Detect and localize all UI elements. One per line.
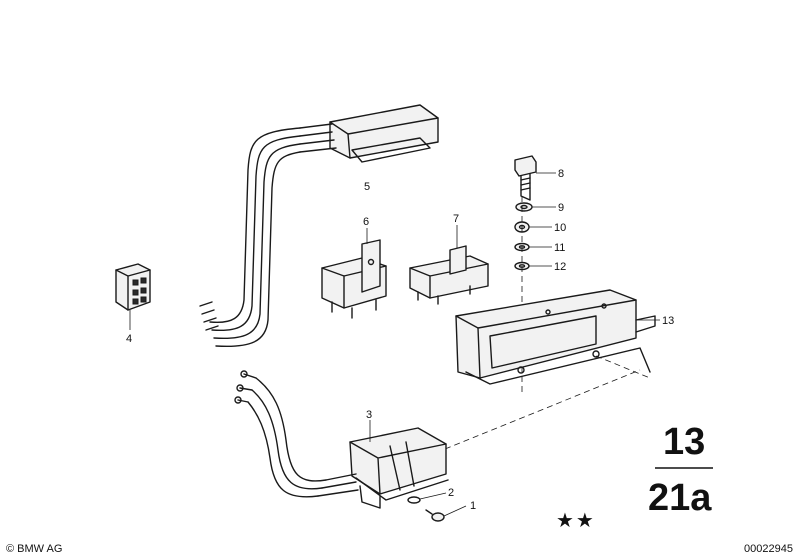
- callout-2: 2: [448, 487, 454, 499]
- part-2-washer: [407, 492, 447, 504]
- group-number-bottom: 21a: [648, 477, 712, 519]
- callout-1: 1: [470, 500, 476, 512]
- part-7-relay: [409, 225, 489, 305]
- bracket-hole-line: [595, 355, 651, 379]
- group-number-top: 13: [663, 421, 705, 463]
- part-1-screw: [425, 505, 467, 522]
- part-11-washer: [514, 242, 552, 252]
- mounting-line: [444, 369, 641, 450]
- part-3-connector: [234, 370, 449, 509]
- callout-7: 7: [453, 213, 459, 225]
- part-6-relay: [321, 228, 387, 319]
- callout-4: 4: [126, 333, 132, 345]
- callout-3: 3: [366, 409, 372, 421]
- rating-stars: ★★: [556, 510, 596, 532]
- callout-10: 10: [554, 222, 566, 234]
- callout-5: 5: [364, 181, 370, 193]
- part-4-plug: [115, 263, 151, 330]
- copyright-text: © BMW AG: [6, 543, 63, 555]
- callout-11: 11: [554, 242, 565, 254]
- catalog-number: 00022945: [744, 543, 793, 555]
- part-9-washer: [515, 202, 556, 212]
- part-12-washer: [514, 261, 552, 271]
- part-13-bracket: [455, 289, 660, 385]
- part-5-connector: [199, 104, 439, 348]
- part-8-bolt: [514, 155, 556, 201]
- callout-8: 8: [558, 168, 564, 180]
- callout-9: 9: [558, 202, 564, 214]
- callout-13: 13: [662, 315, 674, 327]
- part-10-nut: [514, 221, 552, 233]
- callout-12: 12: [554, 261, 566, 273]
- callout-6: 6: [363, 216, 369, 228]
